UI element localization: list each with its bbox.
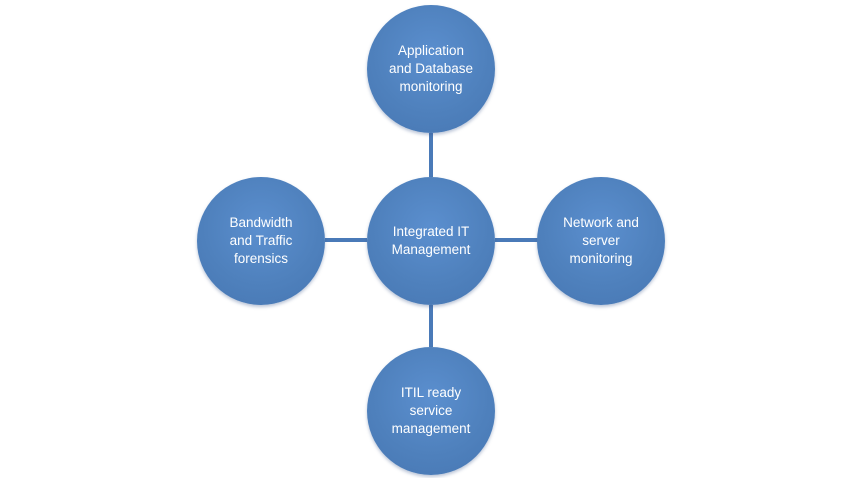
connector-center-bottom	[429, 305, 433, 347]
node-application-database-monitoring: Application and Database monitoring	[367, 5, 495, 133]
node-network-server-monitoring: Network and server monitoring	[537, 177, 665, 305]
node-network-server-monitoring-label: Network and server monitoring	[563, 215, 639, 266]
node-bandwidth-traffic-forensics-label: Bandwidth and Traffic forensics	[229, 215, 293, 266]
connector-center-left	[325, 238, 367, 242]
node-itil-service-management: ITIL ready service management	[367, 347, 495, 475]
node-integrated-it-management-label: Integrated IT Management	[391, 224, 471, 257]
node-integrated-it-management: Integrated IT Management	[367, 177, 495, 305]
node-itil-service-management-label: ITIL ready service management	[391, 385, 471, 436]
connector-center-right	[495, 238, 538, 242]
node-application-database-monitoring-label: Application and Database monitoring	[388, 43, 474, 94]
node-bandwidth-traffic-forensics: Bandwidth and Traffic forensics	[197, 177, 325, 305]
connector-center-top	[429, 133, 433, 177]
